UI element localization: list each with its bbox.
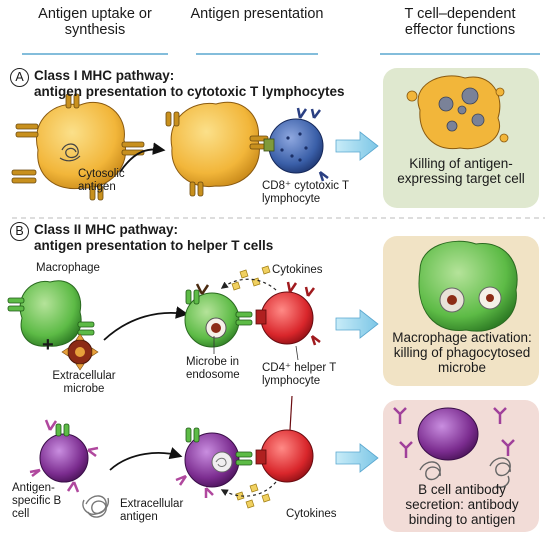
mhc-class-ii-icon <box>185 427 253 466</box>
header-col3: T cell–dependent effector functions <box>404 6 516 39</box>
cytokines-bottom-label: Cytokines <box>286 508 337 520</box>
mhc-class-ii-icon <box>55 423 70 437</box>
endosome-microbe-icon <box>205 317 227 339</box>
t-cell-receptor-icon <box>296 107 329 182</box>
effector-arrow <box>335 443 379 473</box>
bcr-antibody-icon <box>175 474 214 498</box>
section-b-title-line1: Class II MHC pathway: <box>34 222 179 237</box>
ctl-cell <box>263 107 329 182</box>
target-cell-1 <box>36 101 127 190</box>
section-letter-a: A <box>10 68 29 87</box>
ctl-label: CD8⁺ cytotoxic T lymphocyte <box>262 180 349 205</box>
b-cell <box>39 433 89 483</box>
header-col1: Antigen uptake or synthesis <box>38 6 152 39</box>
effector-macrophage-text: Macrophage activation: killing of phagoc… <box>392 330 532 376</box>
label-pointer <box>295 345 299 361</box>
b-cell-label: Antigen-specific B cell <box>12 482 62 520</box>
cd4-coreceptor-icon <box>255 449 267 465</box>
section-letter-b: B <box>10 222 29 241</box>
bcr-antibody-icon <box>29 419 99 493</box>
macrophage-label: Macrophage <box>36 262 100 274</box>
mhc-class-i-icon <box>11 93 145 201</box>
microbe-endosome-label: Microbe in endosome <box>186 356 240 381</box>
section-b-title: Class II MHC pathway: antigen presentati… <box>34 222 374 254</box>
antibody-icon <box>393 407 515 458</box>
section-b-title-line2: antigen presentation to helper T cells <box>34 238 274 254</box>
mhc-class-ii-icon <box>7 297 95 336</box>
cytokine-icon <box>235 483 271 509</box>
apoptotic-cell-icon <box>406 75 509 150</box>
cytokine-arrow <box>220 481 277 497</box>
plus-sign: + <box>42 334 54 356</box>
mhc-class-ii-icon <box>185 289 253 326</box>
section-a-title: Class I MHC pathway: antigen presentatio… <box>34 68 374 100</box>
extracellular-antigen-label: Extracellular antigen <box>120 498 184 523</box>
section-a-title-line1: Class I MHC pathway: <box>34 68 175 83</box>
cytokine-arrow <box>220 278 277 291</box>
cytosolic-antigen-label: Cytosolic antigen <box>78 168 125 193</box>
process-arrow <box>103 306 189 341</box>
effector-ctl-text: Killing of antigen-expressing target cel… <box>397 156 525 187</box>
cytosolic-antigen-icon <box>59 143 81 162</box>
effector-arrow <box>335 131 379 161</box>
section-a-title-line2: antigen presentation to cytotoxic T lymp… <box>34 84 345 100</box>
plasma-cell-icon <box>417 407 479 461</box>
activated-macrophage-icon <box>418 240 518 332</box>
extracellular-antigen-icon <box>82 495 110 518</box>
cytokine-receptor-icon <box>195 283 210 295</box>
effector-arrow <box>335 309 379 339</box>
process-arrow <box>119 142 166 173</box>
cell-link <box>289 395 293 431</box>
helper-t-cell-1 <box>255 281 321 346</box>
effector-bcell-text: B cell antibody secretion: antibody bind… <box>405 482 519 528</box>
antigen-bound-icon <box>419 457 511 488</box>
macrophage-presenting <box>184 292 240 348</box>
cytokine-icon <box>231 265 271 291</box>
helper-t-cell-2 <box>255 395 314 483</box>
cd8-coreceptor-icon <box>263 138 275 152</box>
helper-t-label: CD4⁺ helper T lymphocyte <box>262 362 337 387</box>
extracellular-microbe-icon <box>61 333 99 371</box>
mhc-class-i-icon <box>165 111 269 197</box>
b-cell-presenting <box>184 432 240 488</box>
t-cell-receptor-icon <box>286 281 321 346</box>
cytokines-top-label: Cytokines <box>272 264 323 276</box>
process-arrow <box>109 447 183 471</box>
cd4-coreceptor-icon <box>255 309 267 325</box>
target-cell-2 <box>170 101 260 188</box>
extracellular-microbe-label: Extracellular microbe <box>52 370 116 395</box>
macrophage-cell <box>19 280 82 347</box>
header-col2: Antigen presentation <box>190 6 324 22</box>
